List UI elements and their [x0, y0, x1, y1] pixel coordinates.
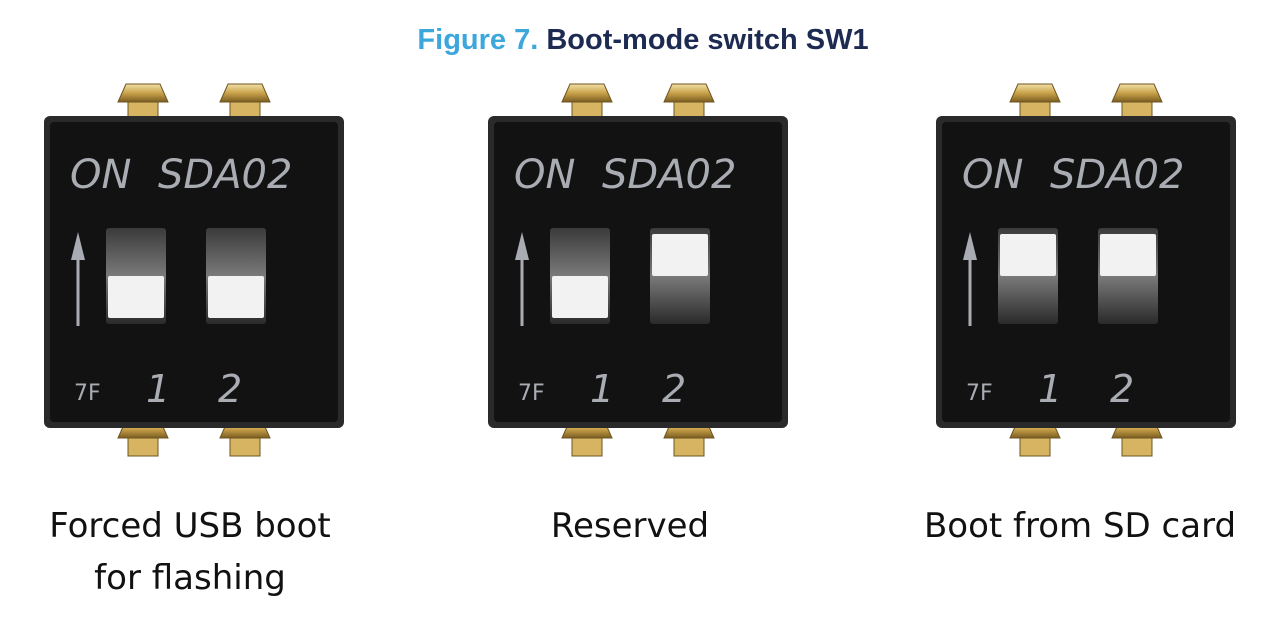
dip-switch-sd-card: ON SDA02 7F 1 2 [922, 80, 1268, 460]
switch-housing [50, 122, 338, 422]
position-2-label: 2 [218, 367, 242, 411]
caption-line: Forced USB boot [49, 506, 331, 546]
dip-switch-reserved: ON SDA02 7F 1 2 [474, 80, 820, 460]
dip-switch-graphic: ON SDA02 7F 1 2 [936, 83, 1236, 457]
switch-pin [117, 83, 169, 121]
switch-lever [550, 228, 610, 324]
caption-line: Boot from SD card [923, 506, 1237, 546]
caption-reserved: Reserved [460, 500, 800, 552]
on-label: ON [514, 152, 575, 198]
switch-lever [998, 228, 1058, 324]
dip-switch-graphic: ON SDA02 7F 1 2 [44, 83, 344, 457]
figure-title-text: Boot-mode switch SW1 [546, 24, 869, 56]
position-1-label: 1 [590, 367, 614, 411]
switch-knob [652, 234, 708, 276]
switch-knob [1000, 234, 1056, 276]
switch-lever [650, 228, 710, 324]
position-1-label: 1 [146, 367, 170, 411]
code-label: 7F [518, 381, 545, 406]
switch-lever [1098, 228, 1158, 324]
caption-forced-usb: Forced USB boot for flashing [20, 500, 360, 604]
switch-pin [1111, 83, 1163, 121]
switch-pin [219, 83, 271, 121]
switch-pin [663, 83, 715, 121]
code-label: 7F [966, 381, 993, 406]
code-label: 7F [74, 381, 101, 406]
caption-line: for flashing [94, 558, 286, 598]
switch-lever [206, 228, 266, 324]
caption-line: Reserved [550, 506, 710, 546]
switch-pin [561, 83, 613, 121]
position-1-label: 1 [1038, 367, 1062, 411]
on-label: ON [962, 152, 1023, 198]
on-direction-arrow-icon [71, 232, 85, 326]
switch-knob [1100, 234, 1156, 276]
switch-knob [208, 276, 264, 318]
part-label: SDA02 [1050, 152, 1184, 198]
on-direction-arrow-icon [963, 232, 977, 326]
dip-switch-graphic: ON SDA02 7F 1 2 [488, 83, 788, 457]
switch-lever [106, 228, 166, 324]
switch-housing [942, 122, 1230, 422]
caption-sd-card: Boot from SD card [890, 500, 1270, 552]
switch-knob [552, 276, 608, 318]
figure-title: Figure 7. Boot-mode switch SW1 [0, 20, 1286, 60]
on-label: ON [70, 152, 131, 198]
figure-number: Figure 7. [417, 24, 539, 56]
switch-housing [494, 122, 782, 422]
part-label: SDA02 [602, 152, 736, 198]
position-2-label: 2 [1110, 367, 1134, 411]
switch-knob [108, 276, 164, 318]
switch-pin [1009, 83, 1061, 121]
part-label: SDA02 [158, 152, 292, 198]
position-2-label: 2 [662, 367, 686, 411]
dip-switch-forced-usb: ON SDA02 7F 1 2 [30, 80, 376, 460]
on-direction-arrow-icon [515, 232, 529, 326]
